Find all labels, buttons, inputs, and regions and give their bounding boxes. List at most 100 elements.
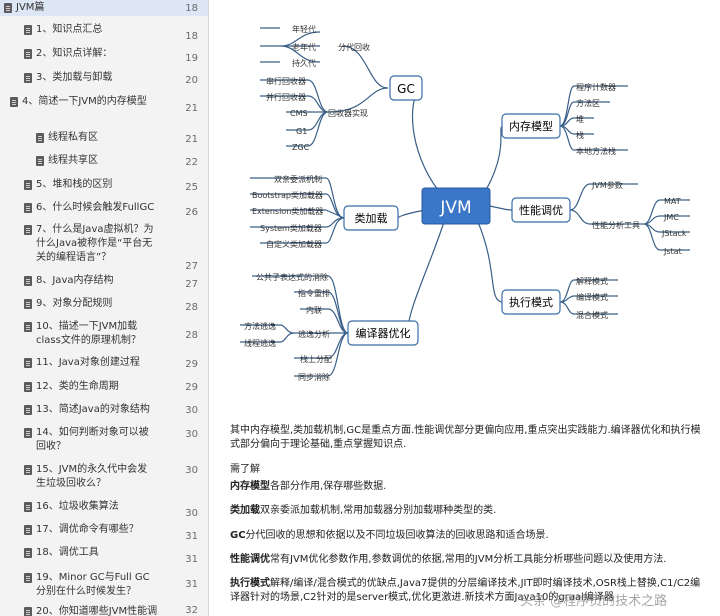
toc-page: 20 (185, 75, 198, 86)
branch-node-classload (343, 205, 399, 231)
exec-item-compile: 编译模式 (576, 292, 608, 302)
document-icon (24, 73, 32, 83)
document-icon (24, 180, 32, 190)
toc-page: 26 (185, 207, 198, 218)
document-icon (36, 156, 44, 166)
compiler-escape-thread: 线程逃逸 (244, 338, 276, 348)
document-icon (4, 3, 12, 13)
branch-node-compiler (347, 320, 419, 346)
jvm-mind-map: JVM GC 类加载 编译器优化 内存模型 性能调优 执行模式 分代回收 年轻代… (240, 24, 690, 382)
toc-page: 30 (185, 405, 198, 416)
branch-node-memory (501, 113, 561, 139)
toc-root-jvm[interactable]: JVM篇 18 (0, 0, 208, 16)
gc-gen-perm: 持久代 (292, 58, 316, 68)
notes-line-exec: 执行模式解释/编译/混合模式的优缺点,Java7提供的分层编译技术,JIT即时编… (230, 577, 708, 605)
center-node-label: JVM (439, 198, 471, 218)
center-node-jvm (421, 187, 491, 225)
branch-label-exec: 执行模式 (509, 295, 553, 309)
tuning-tool-jstat: Jstat (663, 247, 682, 256)
branch-node-gc (389, 75, 423, 101)
document-icon (10, 97, 18, 107)
toc-page: 22 (185, 157, 198, 168)
document-icon (24, 382, 32, 392)
notes-line-memory: 内存模型各部分作用,保存哪些数据. (230, 480, 708, 494)
toc-page: 29 (185, 382, 198, 393)
notes-term: 类加载 (230, 505, 260, 516)
toc-page: 31 (185, 531, 198, 542)
tuning-params-label: JVM参数 (591, 180, 623, 190)
classload-item-bootstrap: Bootstrap类加载器 (252, 190, 323, 200)
notes-text: 双亲委派加载机制,常用加载器分别加载哪种类型的类. (260, 505, 497, 516)
document-icon (24, 465, 32, 475)
toc-label: 线程私有区 (48, 132, 98, 143)
toc-page: 25 (185, 182, 198, 193)
branch-label-tuning: 性能调优 (519, 203, 563, 217)
document-icon (24, 225, 32, 235)
toc-page: 27 (185, 279, 198, 290)
toc-label: 线程共享区 (48, 155, 98, 166)
toc-label: 6、什么时候会触发FullGC (36, 202, 155, 213)
toc-label: 9、对象分配规则 (36, 298, 113, 309)
branch-label-memory: 内存模型 (509, 119, 553, 133)
gc-collector-zgc: ZGC (292, 143, 310, 152)
compiler-item-stack-alloc: 栈上分配 (300, 354, 332, 364)
gc-collector-cms: CMS (290, 109, 308, 118)
toc-page: 29 (185, 359, 198, 370)
notes-term: 执行模式 (230, 578, 270, 589)
document-icon (24, 25, 32, 35)
document-icon (24, 276, 32, 286)
toc-label: 12、类的生命周期 (36, 381, 119, 392)
toc-page: 31 (185, 554, 198, 565)
toc-label: 17、调优命令有哪些？ (36, 524, 139, 535)
toc-page: 27 (185, 261, 198, 272)
gc-collector-g1: G1 (296, 127, 307, 136)
compiler-item-escape: 逃逸分析 (298, 329, 330, 339)
notes-text: 各部分作用,保存哪些数据. (270, 481, 387, 492)
branch-node-tuning (511, 197, 571, 223)
toc-page: 31 (185, 579, 198, 590)
toc-label: 7、什么是Java虚拟机？为什么Java被称作是“平台无关的编程语言”？ (36, 224, 154, 263)
branch-node-exec (501, 289, 561, 315)
toc-label: 2、知识点详解： (36, 48, 113, 59)
memory-item-pc: 程序计数器 (576, 82, 616, 92)
document-icon (24, 49, 32, 59)
memory-item-method-area: 方法区 (576, 98, 600, 108)
document-icon (24, 525, 32, 535)
memory-item-heap: 堆 (576, 114, 584, 124)
notes-line-gc: GC分代回收的思想和依据以及不同垃圾回收算法的回收思路和适合场景. (230, 529, 708, 543)
toc-page: 19 (185, 53, 198, 64)
notes-text: 解释/编译/混合模式的优缺点,Java7提供的分层编译技术,JIT即时编译技术,… (230, 578, 701, 603)
exec-item-mixed: 混合模式 (576, 310, 608, 320)
memory-item-native-stack: 本地方法栈 (576, 146, 616, 156)
toc-label: JVM篇 (16, 2, 45, 13)
classload-item-extension: Extension类加载器 (252, 206, 323, 216)
toc-page: 18 (185, 31, 198, 42)
notes-line-classload: 类加载双亲委派加载机制,常用加载器分别加载哪种类型的类. (230, 504, 708, 518)
toc-sidebar: JVM篇 18 1、知识点汇总 18 2、知识点详解： 19 3、类加载与卸载 … (0, 0, 209, 616)
tuning-tools-label: 性能分析工具 (592, 220, 640, 230)
toc-label: 3、类加载与卸载 (36, 72, 113, 83)
toc-page: 30 (185, 508, 198, 519)
compiler-item-inline: 内联 (306, 305, 322, 315)
toc-label: 18、调优工具 (36, 547, 99, 558)
document-icon (24, 573, 32, 583)
notes-need-heading: 需了解 (230, 464, 260, 475)
document-icon (24, 203, 32, 213)
gc-gen-old: 老年代 (292, 42, 316, 52)
document-icon (24, 299, 32, 309)
branch-label-classload: 类加载 (355, 211, 388, 225)
notes-term: 性能调优 (230, 554, 270, 565)
compiler-item-sync-elim: 同步消除 (298, 372, 330, 382)
document-icon (24, 428, 32, 438)
compiler-escape-method: 方法逃逸 (244, 321, 276, 331)
compiler-item-reorder: 指令重排 (298, 288, 330, 298)
document-icon (24, 502, 32, 512)
toc-label: 14、如何判断对象可以被回收？ (36, 427, 149, 452)
toc-label: 1、知识点汇总 (36, 24, 103, 35)
tuning-tool-jstack: JStack (661, 229, 687, 238)
compiler-item-cse: 公共子表达式的消除 (256, 272, 328, 282)
toc-label: 4、简述一下JVM的内存模型 (22, 96, 147, 107)
toc-label: 15、JVM的永久代中会发生垃圾回收么？ (36, 464, 148, 489)
gc-impl-label: 回收器实现 (328, 108, 368, 118)
exec-item-interpret: 解释模式 (576, 276, 608, 286)
